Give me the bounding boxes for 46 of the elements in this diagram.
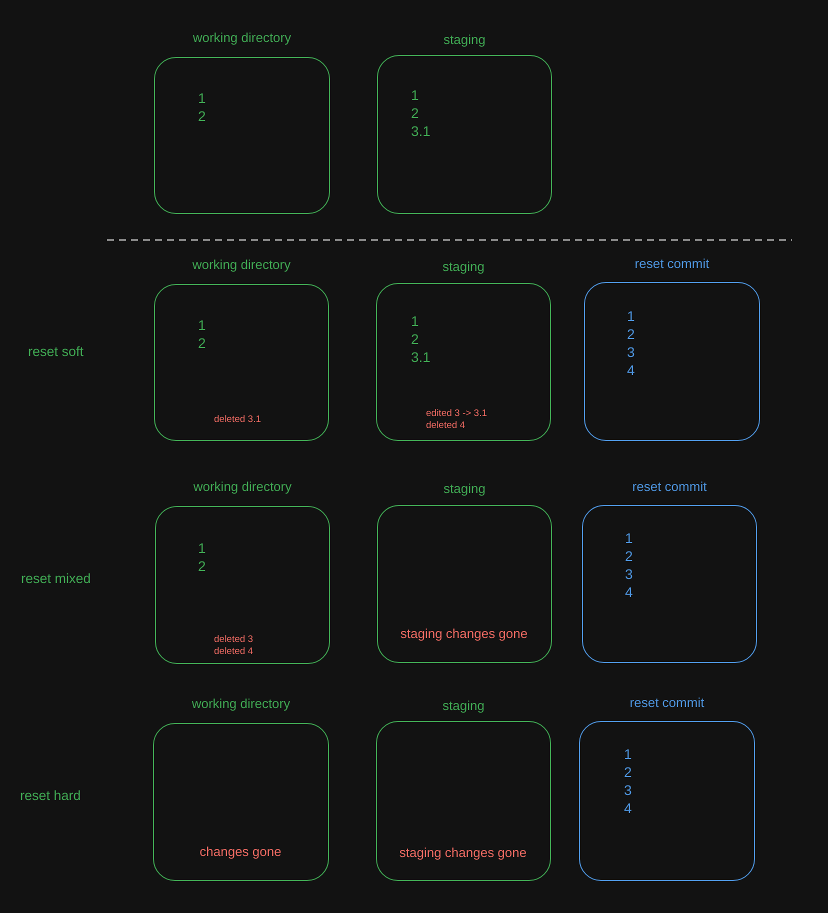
list-item: 2 xyxy=(624,763,632,781)
list-item: 4 xyxy=(624,799,632,817)
change-note: edited 3 -> 3.1 xyxy=(426,408,488,420)
list-item: 2 xyxy=(198,334,206,352)
change-note: deleted 3 xyxy=(214,634,254,646)
change-note: staging changes gone xyxy=(398,844,528,862)
list-item: 1 xyxy=(627,307,635,325)
list-item: 3.1 xyxy=(411,348,430,366)
list-item: 4 xyxy=(627,361,635,379)
column-heading: reset commit xyxy=(632,478,707,496)
column-heading: staging xyxy=(444,31,486,49)
list-item: 1 xyxy=(624,745,632,763)
list-item: 2 xyxy=(411,330,419,348)
list-item: 3 xyxy=(627,343,635,361)
list-item: 2 xyxy=(625,547,633,565)
list-item: 3 xyxy=(624,781,632,799)
list-item: 1 xyxy=(198,89,206,107)
list-item: 4 xyxy=(625,583,633,601)
column-heading: staging xyxy=(444,480,486,498)
column-heading: working directory xyxy=(192,29,292,47)
column-heading: working directory xyxy=(192,695,290,713)
column-heading: staging xyxy=(442,258,484,276)
column-heading: reset commit xyxy=(630,694,704,712)
list-item: 2 xyxy=(627,325,635,343)
list-item: 1 xyxy=(198,316,206,334)
list-item: 3.1 xyxy=(411,122,430,140)
column-heading: working directory xyxy=(193,478,292,496)
row-label: reset mixed xyxy=(21,570,91,588)
list-item: 2 xyxy=(198,557,206,575)
list-item: 1 xyxy=(198,539,206,557)
change-note: deleted 4 xyxy=(214,646,254,658)
column-heading: reset commit xyxy=(634,255,710,273)
row-label: reset soft xyxy=(28,343,84,361)
column-heading: working directory xyxy=(192,256,291,274)
list-item: 2 xyxy=(198,107,206,125)
list-item: 1 xyxy=(411,312,419,330)
row-label: reset hard xyxy=(20,787,81,805)
column-heading: staging xyxy=(442,697,484,715)
list-item: 1 xyxy=(411,86,419,104)
list-item: 3 xyxy=(625,565,633,583)
list-item: 1 xyxy=(625,529,633,547)
list-item: 2 xyxy=(411,104,419,122)
change-note: deleted 3.1 xyxy=(214,414,262,426)
change-note: staging changes gone xyxy=(399,625,529,643)
change-note: deleted 4 xyxy=(426,420,466,432)
change-note: changes gone xyxy=(198,843,282,861)
